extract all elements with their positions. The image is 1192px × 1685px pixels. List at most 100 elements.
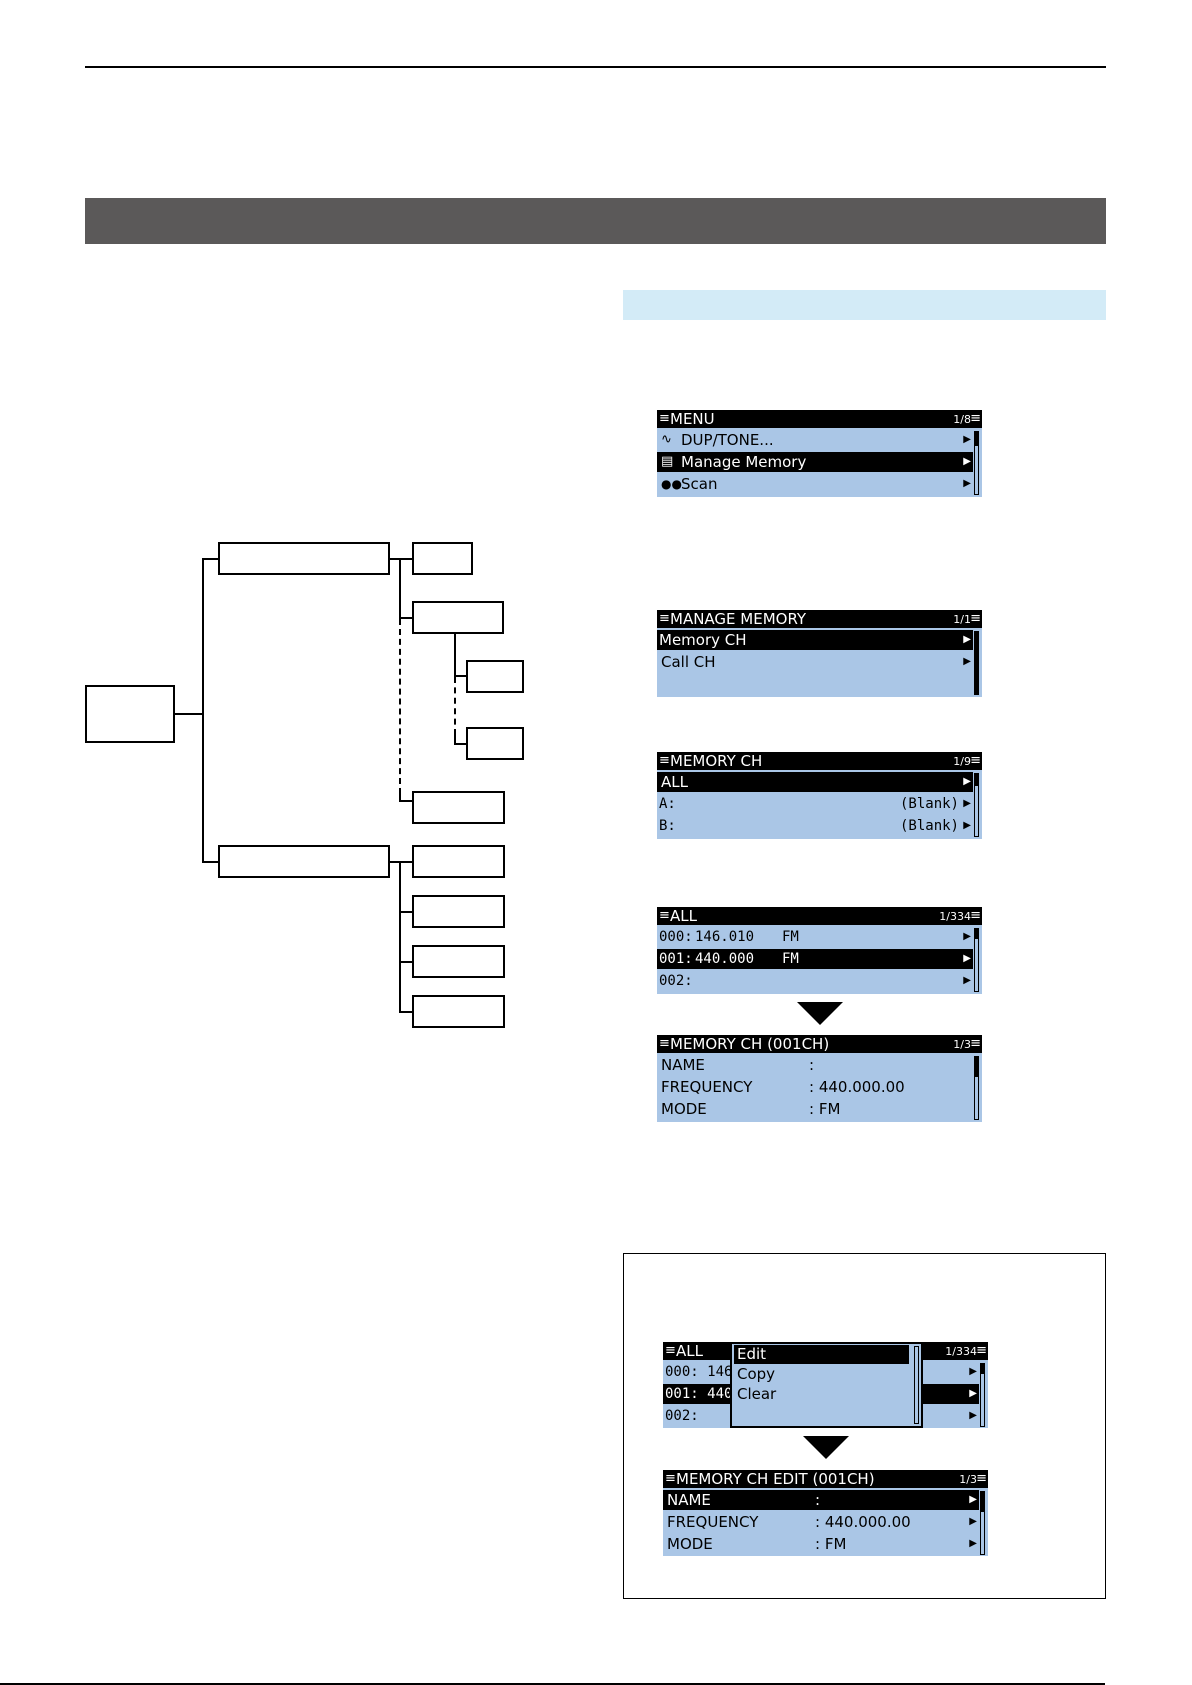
menu-item-call-ch[interactable]: Call CH ▶: [657, 652, 973, 672]
list-icon: ≡: [976, 1343, 987, 1358]
tree-line: [399, 558, 401, 618]
scrollbar[interactable]: [980, 1363, 985, 1427]
tree-line: [454, 634, 456, 676]
right-triangle-icon: ▶: [963, 776, 971, 787]
tree-line: [454, 743, 467, 745]
right-triangle-icon: ▶: [963, 434, 971, 445]
screen-title: MEMORY CH: [670, 752, 763, 770]
page-indicator: 1/334: [939, 910, 971, 923]
memory-group-a[interactable]: A: (Blank) ▶: [657, 794, 973, 814]
screen-title: MANAGE MEMORY: [670, 610, 807, 628]
right-triangle-icon: ▶: [969, 1410, 977, 1421]
tree-line: [399, 911, 413, 913]
list-icon: ≡: [665, 1343, 676, 1358]
list-icon: ≡: [970, 611, 981, 626]
menu-item-label: Scan: [681, 475, 718, 493]
tree-line: [399, 1011, 413, 1013]
scrollbar-thumb[interactable]: [981, 1492, 984, 1512]
scrollbar[interactable]: [974, 431, 979, 495]
scrollbar-thumb[interactable]: [975, 774, 978, 786]
menu-item-memory-ch[interactable]: Memory CH ▶: [657, 630, 973, 650]
quick-menu-popup: Edit Copy Clear: [730, 1342, 923, 1428]
detail-value: :: [809, 1056, 815, 1074]
lcd-menu-screen: ≡ MENU 1/8 ≡ ∿ DUP/TONE... ▶ ▤ Manage Me…: [657, 410, 982, 497]
channel-row[interactable]: 002: ▶: [657, 971, 973, 991]
detail-row-name: NAME :: [657, 1055, 973, 1075]
memory-group-b[interactable]: B: (Blank) ▶: [657, 816, 973, 836]
scrollbar-thumb[interactable]: [975, 929, 978, 939]
channel-mode: FM: [782, 951, 799, 967]
scrollbar-thumb[interactable]: [975, 432, 978, 446]
popup-item-copy[interactable]: Copy: [737, 1365, 776, 1383]
tree-line: [202, 861, 219, 863]
edit-row-name[interactable]: NAME : ▶: [663, 1490, 979, 1510]
popup-item-clear[interactable]: Clear: [737, 1385, 777, 1403]
screen-title: ALL: [670, 907, 697, 925]
list-icon: ≡: [970, 1036, 981, 1051]
channel-row[interactable]: 000: 146.010 FM ▶: [657, 927, 973, 947]
channel-row[interactable]: 001: 440.000 FM ▶: [657, 949, 973, 969]
screen-title: MENU: [670, 410, 715, 428]
lcd-channel-detail-screen: ≡ MEMORY CH (001CH) 1/3 ≡ NAME : FREQUEN…: [657, 1035, 982, 1122]
channel-mode: FM: [782, 929, 799, 945]
popup-item-edit[interactable]: Edit: [734, 1345, 909, 1364]
tree-line: [175, 713, 203, 715]
channel-row[interactable]: 000: 146. ▶: [663, 1362, 979, 1382]
list-icon: ≡: [970, 411, 981, 426]
list-icon: ≡: [659, 908, 670, 923]
scrollbar-thumb[interactable]: [975, 632, 978, 694]
lcd-title-bar: ≡ MEMORY CH EDIT (001CH) 1/3 ≡: [663, 1470, 988, 1488]
channel-number: 001:: [659, 951, 693, 967]
list-icon: ≡: [970, 753, 981, 768]
scrollbar[interactable]: [980, 1491, 985, 1555]
page-indicator: 1/3: [959, 1473, 977, 1486]
note-box: [623, 1253, 1106, 1599]
list-icon: ≡: [659, 1036, 670, 1051]
edit-row-mode[interactable]: MODE : FM ▶: [663, 1534, 979, 1554]
menu-item-scan[interactable]: ●● Scan ▶: [657, 474, 973, 494]
detail-row-frequency: FREQUENCY : 440.000.00: [657, 1077, 973, 1097]
binoculars-icon: ●●: [661, 477, 682, 491]
down-triangle-icon: [803, 1436, 849, 1459]
group-value: (Blank): [899, 796, 959, 812]
tree-dashed-line: [454, 677, 456, 735]
bottom-rule: [0, 1683, 1105, 1685]
tree-line: [399, 800, 413, 802]
detail-label: NAME: [661, 1056, 705, 1074]
screen-title: MEMORY CH EDIT (001CH): [676, 1470, 875, 1488]
tone-wave-icon: ∿: [661, 432, 672, 447]
tree-line: [454, 675, 467, 677]
menu-item-dup-tone[interactable]: ∿ DUP/TONE... ▶: [657, 430, 973, 450]
lcd-all-channels-popup-screen: ≡ ALL 1/334 ≡ 000: 146. ▶ 001: 440. ▶ 00…: [663, 1342, 988, 1428]
scrollbar[interactable]: [974, 1056, 979, 1120]
group-label: B:: [659, 818, 676, 834]
screen-title: MEMORY CH (001CH): [670, 1035, 830, 1053]
tree-line: [390, 861, 413, 863]
scrollbar[interactable]: [914, 1346, 919, 1424]
right-triangle-icon: ▶: [963, 820, 971, 831]
tree-line: [399, 961, 413, 963]
lcd-title-bar: ≡ MANAGE MEMORY 1/1 ≡: [657, 610, 982, 628]
channel-frequency: 440.000: [695, 951, 755, 967]
list-icon: ≡: [976, 1471, 987, 1486]
list-icon: ≡: [659, 753, 670, 768]
scrollbar[interactable]: [974, 928, 979, 992]
page-indicator: 1/8: [953, 413, 971, 426]
right-triangle-icon: ▶: [969, 1516, 977, 1527]
lcd-manage-memory-screen: ≡ MANAGE MEMORY 1/1 ≡ Memory CH ▶ Call C…: [657, 610, 982, 697]
scrollbar[interactable]: [974, 631, 979, 695]
menu-item-label: Call CH: [661, 653, 716, 671]
page-indicator: 1/3: [953, 1038, 971, 1051]
list-icon: ≡: [659, 411, 670, 426]
memory-group-all[interactable]: ALL ▶: [657, 772, 973, 792]
lcd-memory-ch-screen: ≡ MEMORY CH 1/9 ≡ ALL ▶ A: (Blank) ▶ B: …: [657, 752, 982, 839]
scrollbar-thumb[interactable]: [975, 1057, 978, 1077]
scrollbar[interactable]: [974, 773, 979, 837]
menu-item-manage-memory[interactable]: ▤ Manage Memory ▶: [657, 452, 973, 472]
channel-row[interactable]: 002: ▶: [663, 1406, 979, 1426]
memo-icon: ▤: [661, 454, 674, 469]
tree-dashed-line: [399, 619, 401, 794]
right-triangle-icon: ▶: [963, 798, 971, 809]
edit-row-frequency[interactable]: FREQUENCY : 440.000.00 ▶: [663, 1512, 979, 1532]
scrollbar-thumb[interactable]: [981, 1364, 984, 1374]
